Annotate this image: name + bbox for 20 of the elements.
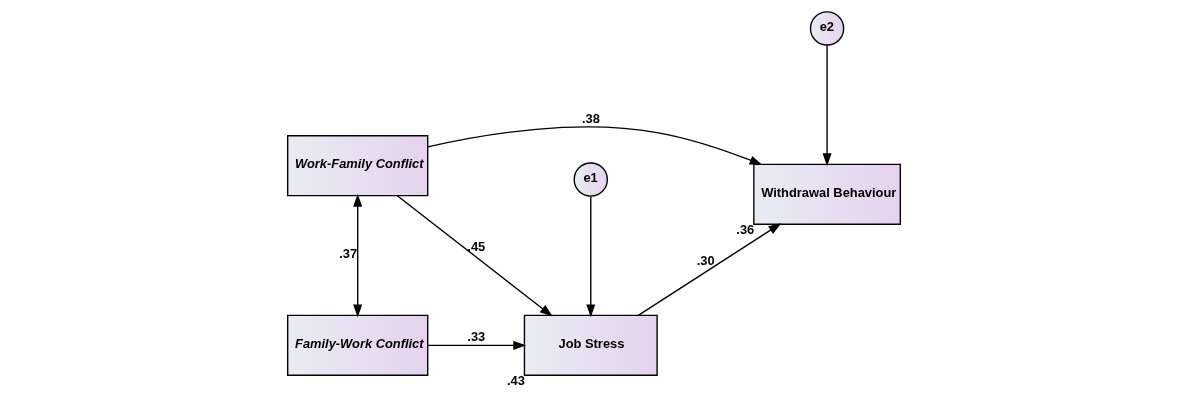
edge-label: .45: [466, 238, 485, 254]
node-box: Job Stress: [523, 314, 658, 376]
arrow: [426, 126, 763, 166]
node-circle: e1: [573, 162, 608, 197]
node-label: .36: [735, 221, 754, 237]
edge-label: .38: [581, 110, 600, 126]
arrow: [822, 44, 832, 167]
node-box: Work-Family Conflict: [286, 135, 428, 197]
edge-label: .33: [466, 328, 485, 344]
node-box: Withdrawal Behaviour: [752, 163, 901, 225]
edge-label: .30: [696, 253, 715, 269]
arrow: [426, 340, 526, 350]
node-circle: e2: [809, 11, 844, 46]
edge-label: .37: [338, 246, 357, 262]
arrow: [396, 195, 553, 317]
arrow: [637, 223, 781, 316]
arrow: [352, 193, 362, 318]
node-label: .43: [506, 372, 525, 388]
arrow: [585, 195, 595, 318]
node-box: Family-Work Conflict: [286, 314, 428, 376]
